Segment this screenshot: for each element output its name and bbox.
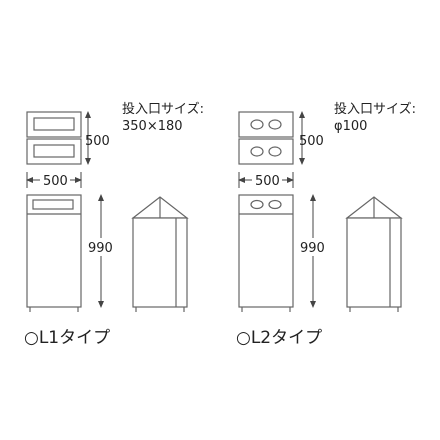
- l1-side-body: [132, 217, 188, 308]
- l2-side-body: [346, 217, 402, 308]
- l2-opening-label: 投入口サイズ:: [334, 101, 416, 117]
- l1-slot-upper: [33, 117, 75, 131]
- l1-front-view: [26, 194, 82, 312]
- l1-dim-width: 500: [26, 172, 82, 189]
- l2-height-top-label: 500: [299, 134, 324, 149]
- l1-dim-height-top: 500: [85, 111, 110, 165]
- l2-hole-upper-right: [268, 119, 282, 130]
- l1-height-top-label: 500: [85, 134, 110, 149]
- l1-dim-height-body: 990: [86, 194, 118, 308]
- l2-hole-lower-left: [250, 146, 264, 157]
- l1-front-slot: [32, 199, 74, 210]
- l2-top-unit-lower: [238, 138, 294, 165]
- l1-front-body: [26, 194, 82, 308]
- l2-dim-width: 500: [238, 172, 294, 189]
- l2-front-hole-right: [268, 199, 282, 210]
- l2-hole-upper-left: [250, 119, 264, 130]
- l2-top-view: [238, 111, 294, 165]
- l2-top-unit-upper: [238, 111, 294, 138]
- l1-opening-size: 350×180: [122, 119, 183, 134]
- l2-front-body: [238, 194, 294, 308]
- l2-dim-height-top: 500: [299, 111, 324, 165]
- l1-width-label: 500: [43, 174, 68, 189]
- l2-dim-height-body: 990: [298, 194, 330, 308]
- l1-top-view: [26, 111, 82, 165]
- l2-type-group: 500 投入口サイズ: φ100 500: [236, 101, 416, 348]
- l1-side-view: [131, 196, 189, 312]
- l2-hole-lower-right: [268, 146, 282, 157]
- l1-top-unit-lower: [26, 138, 82, 165]
- l2-height-body-label: 990: [300, 241, 325, 256]
- l2-width-label: 500: [255, 174, 280, 189]
- l1-opening-label: 投入口サイズ:: [122, 101, 204, 117]
- l1-type-group: 500 投入口サイズ: 350×180 500: [24, 101, 204, 348]
- l2-front-hole-left: [250, 199, 264, 210]
- l2-opening-size: φ100: [334, 119, 367, 134]
- l1-height-body-label: 990: [88, 241, 113, 256]
- l2-side-view: [345, 196, 403, 312]
- l2-type-label: ○L2タイプ: [236, 328, 322, 348]
- l2-front-view: [238, 194, 294, 312]
- l1-slot-lower: [33, 144, 75, 158]
- l1-type-label: ○L1タイプ: [24, 328, 110, 348]
- l1-top-unit-upper: [26, 111, 82, 138]
